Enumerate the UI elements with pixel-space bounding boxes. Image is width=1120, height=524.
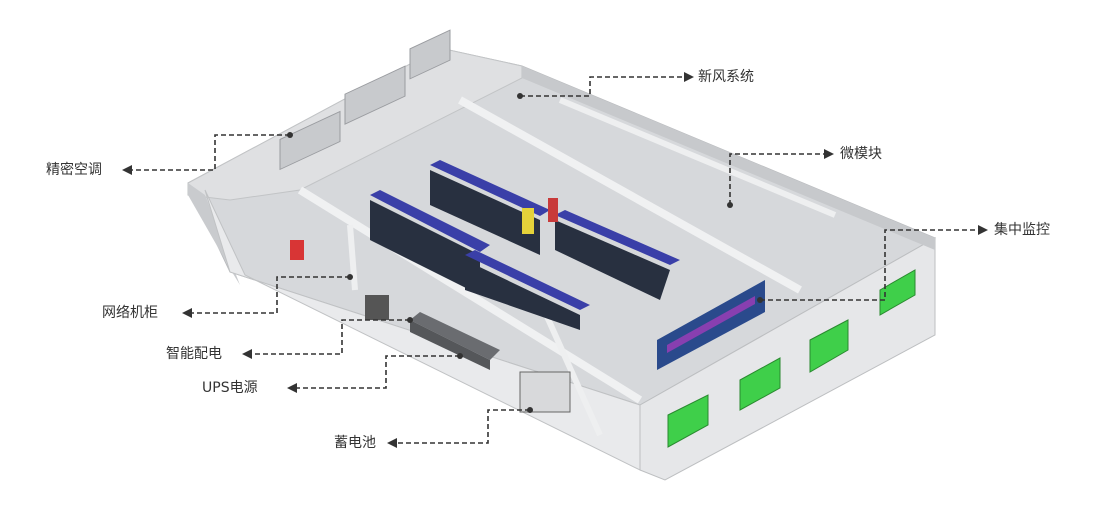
rack-row (370, 190, 490, 252)
label-ups-power: UPS电源 (202, 380, 258, 396)
label-central-monitoring: 集中监控 (994, 222, 1050, 238)
arrow-right-icon (684, 72, 694, 82)
precision-ac-units (279, 29, 451, 171)
arrow-right-icon (978, 225, 988, 235)
label-micro-module: 微模块 (840, 146, 882, 162)
arrow-left-icon (242, 349, 252, 359)
back-wall (522, 66, 935, 250)
label-precision-ac: 精密空调 (46, 162, 102, 178)
building (187, 47, 937, 481)
arrow-left-icon (287, 383, 297, 393)
arrow-left-icon (182, 308, 192, 318)
partition-wall (542, 310, 603, 437)
rack-row (555, 210, 680, 265)
rack-row (555, 220, 670, 300)
arrow-right-icon (824, 149, 834, 159)
partition-wall (347, 224, 358, 291)
arrow-left-icon (387, 438, 397, 448)
rack-row (370, 200, 480, 295)
rack-row (430, 170, 540, 255)
rack-row (465, 250, 590, 310)
label-battery: 蓄电池 (334, 435, 376, 451)
partition-wall (458, 96, 802, 294)
label-fresh-air-system: 新风系统 (698, 69, 754, 85)
front-right-wall (639, 237, 936, 481)
leader-lines (130, 76, 980, 444)
windows (667, 269, 916, 448)
rack-row (430, 160, 550, 216)
partition-wall (297, 186, 643, 404)
rack-row (465, 260, 580, 330)
label-network-cabinet: 网络机柜 (102, 305, 158, 321)
micro-module-racks (290, 160, 680, 330)
monitoring-wall (657, 280, 765, 370)
arrow-heads (122, 72, 988, 448)
ups-and-power (365, 295, 571, 413)
arrow-left-icon (122, 165, 132, 175)
partition-wall (558, 97, 837, 218)
label-smart-power-distribution: 智能配电 (166, 346, 222, 362)
